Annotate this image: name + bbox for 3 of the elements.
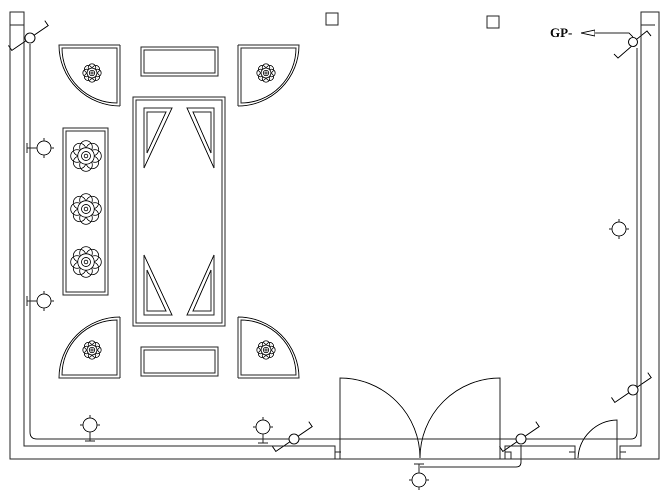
panel-label: GP-: [550, 26, 574, 39]
junction-circle: [628, 37, 638, 47]
leader-line: [580, 30, 634, 38]
